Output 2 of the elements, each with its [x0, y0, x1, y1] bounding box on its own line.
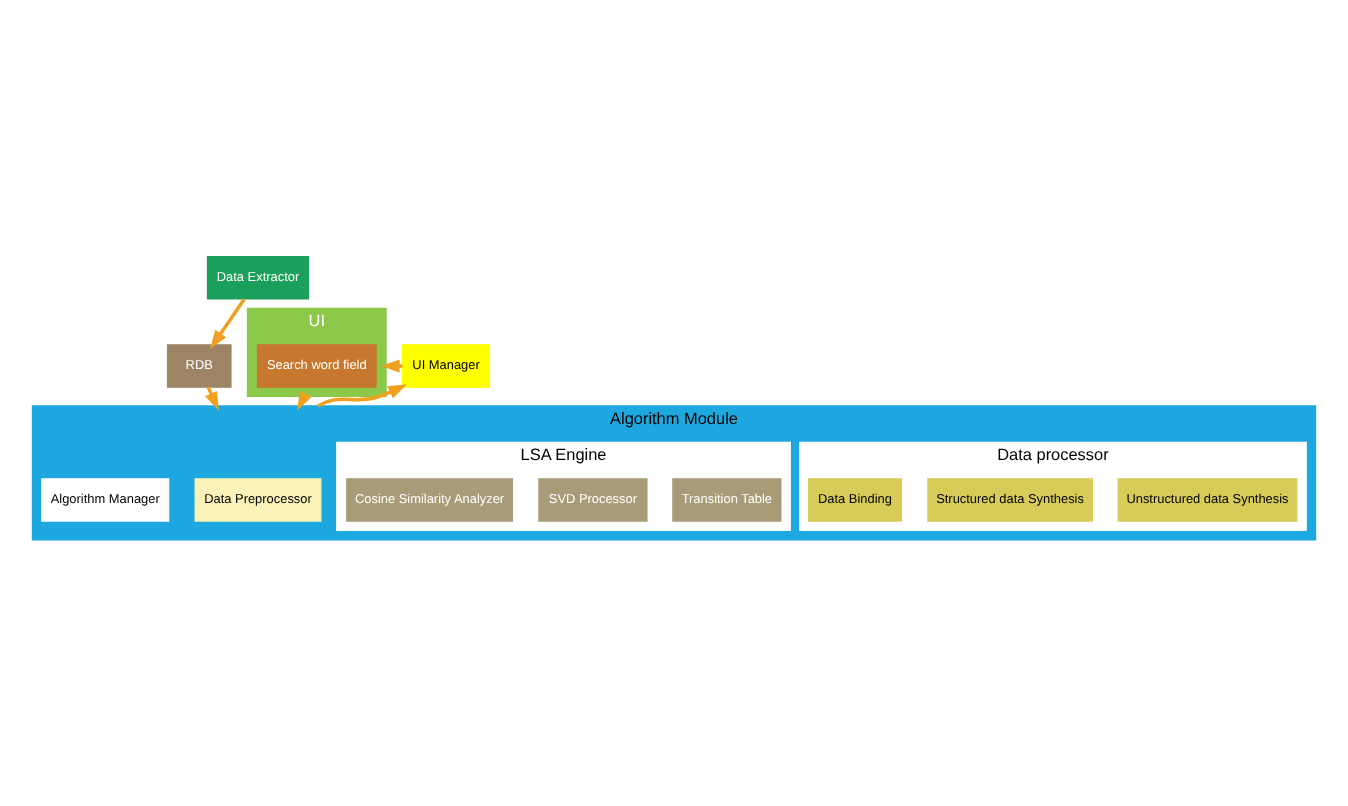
- arrow: [210, 298, 246, 350]
- arrow: [317, 384, 408, 408]
